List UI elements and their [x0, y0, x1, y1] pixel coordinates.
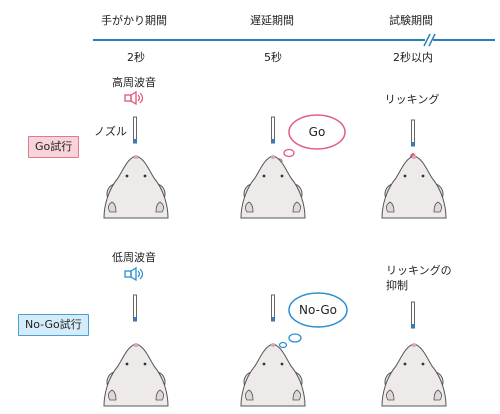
- nozzle-icon: [271, 294, 275, 322]
- go-response-label: リッキング: [384, 93, 440, 106]
- go-thought-text: Go: [308, 125, 326, 139]
- nozzle-icon: [133, 116, 137, 144]
- mouse-icon: [381, 154, 447, 219]
- phase-label-delay: 遅延期間: [250, 14, 294, 27]
- mouse-icon: [240, 342, 306, 407]
- phase-label-cue: 手がかり期間: [101, 14, 167, 27]
- speaker-icon: [124, 266, 144, 282]
- mouse-icon: [103, 342, 169, 407]
- nogo-thought-text: No-Go: [299, 303, 337, 317]
- mouse-icon: [240, 154, 306, 219]
- thought-bubble-icon: [275, 114, 346, 164]
- nozzle-icon: [133, 294, 137, 322]
- phase-label-test: 試験期間: [389, 14, 433, 27]
- timeline-break-icon: [423, 33, 436, 47]
- mouse-icon: [381, 342, 447, 407]
- thought-bubble-icon: [278, 292, 348, 349]
- speaker-icon: [124, 90, 144, 106]
- nozzle-label: ノズル: [94, 125, 127, 138]
- nogo-cue-label: 低周波音: [112, 251, 156, 264]
- nozzle-icon: [411, 301, 415, 329]
- phase-duration-delay: 5秒: [264, 51, 282, 64]
- nogo-response-label-line1: リッキングの: [386, 264, 452, 277]
- phase-duration-cue: 2秒: [127, 51, 145, 64]
- go-trial-badge: Go試行: [28, 136, 80, 158]
- nogo-trial-badge: No-Go試行: [18, 314, 89, 336]
- nogo-response-label-line2: 抑制: [386, 279, 408, 292]
- phase-duration-test: 2秒以内: [393, 51, 433, 64]
- nozzle-icon: [271, 116, 275, 144]
- mouse-icon: [103, 154, 169, 219]
- go-cue-label: 高周波音: [112, 76, 156, 89]
- nozzle-icon: [411, 119, 415, 147]
